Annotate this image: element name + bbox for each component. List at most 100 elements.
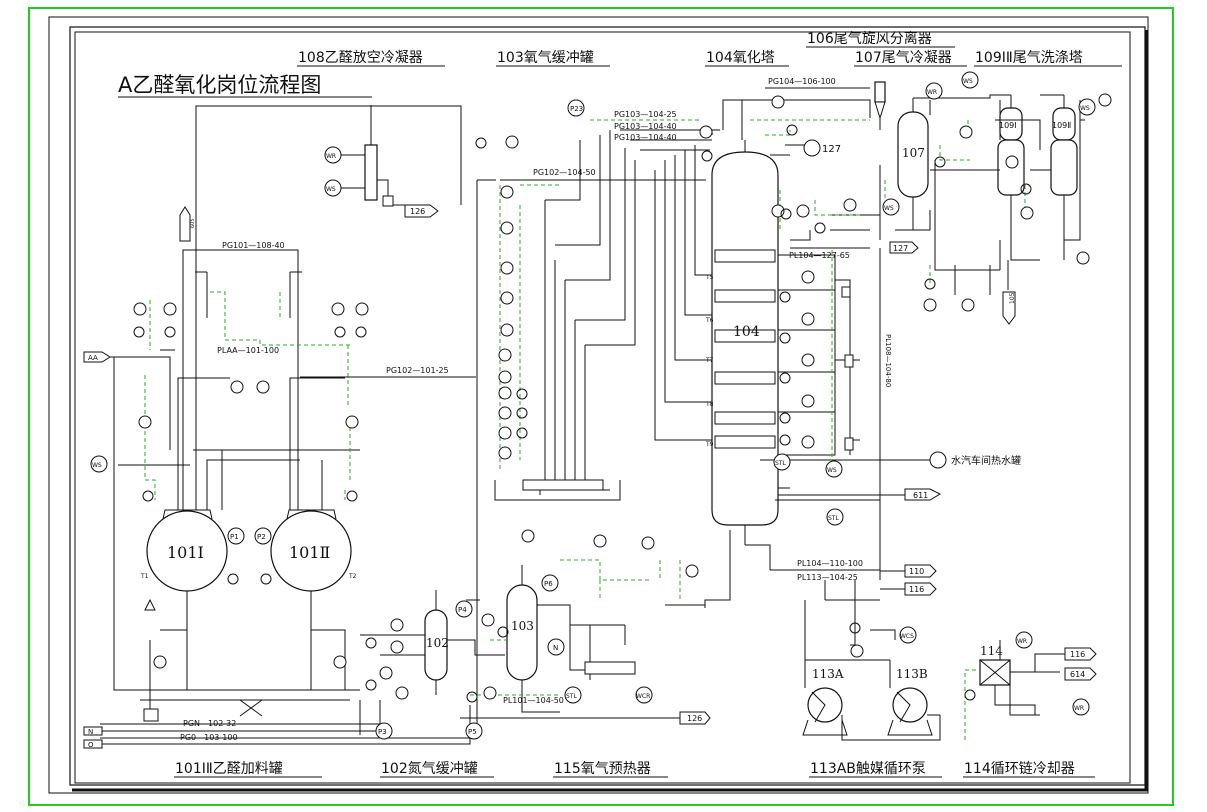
tag-ws-d: WS (884, 205, 894, 212)
tag-wr-f: WR (1017, 638, 1027, 645)
connector-aa: AA (88, 354, 98, 362)
label-pl104-110: PL104—110-100 (797, 559, 863, 568)
title-115: 115氧气预热器 (554, 761, 651, 777)
label-plaa: PLAA—101-100 (217, 346, 279, 355)
tag-p4: P4 (458, 606, 467, 614)
title-102: 102氮气缓冲罐 (381, 761, 478, 777)
connector-126-bottom: 126 (687, 714, 702, 723)
tag-n: N (553, 644, 558, 652)
label-pl104-127: PL104—127-65 (789, 251, 850, 260)
tag-ws-a: WS (92, 462, 102, 469)
tank-101-1-label: 101Ⅰ (167, 543, 204, 562)
connector-105: 105 (1009, 292, 1016, 304)
tag-ws-c: WS (963, 78, 973, 85)
title-101: 101ⅠⅡ乙醛加料罐 (175, 761, 283, 777)
connector-614: 614 (1070, 670, 1085, 679)
pump-113b-label: 113B (896, 667, 928, 681)
tag-p3: P3 (378, 728, 387, 736)
tank-101-1 (146, 509, 228, 605)
condenser-107 (897, 98, 929, 215)
tag-t6: T6 (705, 317, 714, 324)
tank-101-2-label: 101Ⅱ (289, 543, 330, 562)
tower-104-label: 104 (733, 324, 760, 340)
tag-p1: P1 (230, 533, 239, 541)
tag-wr-a: WR (326, 153, 336, 160)
main-title: A乙醛氧化岗位流程图 (118, 73, 321, 97)
condenser-108 (364, 105, 394, 207)
tag-wr-b: WR (927, 89, 937, 96)
tag-wcr: WCR (636, 693, 650, 700)
tag-t5: T5 (705, 274, 714, 281)
tag-ws-b: WS (326, 186, 336, 193)
label-pl101: PL101—104-50 (503, 696, 564, 705)
cooler-114 (979, 659, 1011, 686)
valve-symbols (133, 124, 1032, 703)
tower-109-1-label: 109Ⅰ (999, 121, 1017, 130)
connector-126-top: 126 (410, 207, 425, 216)
tank-103 (506, 565, 538, 705)
tag-t8: T8 (705, 401, 714, 408)
title-103: 103氧气缓冲罐 (497, 50, 594, 66)
tank-101-2 (270, 509, 352, 605)
title-113: 113AB触媒循环泵 (810, 761, 926, 777)
tag-p6: P6 (544, 580, 553, 588)
tag-ws-e: WS (827, 467, 837, 474)
label-pl108-vertical: PL108—104-80 (884, 334, 892, 387)
title-108: 108乙醛放空冷凝器 (298, 50, 423, 66)
label-pg103-25: PG103—104-25 (614, 110, 677, 119)
tag-ws-f: WS (1080, 105, 1090, 112)
title-104: 104氧化塔 (706, 50, 775, 66)
connector-127: 127 (893, 244, 908, 253)
connector-116-a: 116 (909, 585, 924, 594)
title-114: 114循环链冷却器 (964, 761, 1075, 777)
tag-t1: T1 (140, 573, 149, 580)
hot-water-tank-label: 水汽车间热水罐 (951, 454, 1021, 467)
tag-t7: T7 (705, 357, 714, 364)
label-pg102-50: PG102—104-50 (533, 168, 596, 177)
tag-wcs: WCS (900, 633, 914, 640)
tower-109-1 (997, 95, 1025, 196)
label-pg104-106: PG104—106-100 (768, 77, 836, 86)
label-pg103-40a: PG103—104-40 (614, 122, 677, 131)
instrument-tags (90, 71, 1096, 740)
connector-n: N (88, 728, 93, 736)
tag-wr-g: WR (1074, 705, 1084, 712)
sheet-border (48, 16, 1149, 794)
tag-stl-b: STL (828, 515, 839, 522)
connector-611: 611 (913, 491, 928, 500)
pump-113a (802, 687, 848, 736)
tank-103-label: 103 (511, 619, 534, 633)
tag-p5: P5 (468, 728, 477, 736)
pump-113b (887, 687, 933, 736)
title-109: 109ⅠⅡ尾气洗涤塔 (975, 50, 1083, 66)
label-pg102-25: PG102—101-25 (386, 366, 449, 375)
tag-stl-a: STL (775, 460, 786, 467)
label-pl113: PL113—104-25 (797, 573, 858, 582)
tag-t9: T9 (705, 441, 714, 448)
separator-106 (874, 81, 886, 120)
cooler-114-label: 114 (980, 644, 1003, 658)
tower-109-2-label: 109Ⅱ (1052, 121, 1071, 130)
label-pg103-40b: PG103—104-40 (614, 133, 677, 142)
tag-stl-c: STL (566, 693, 577, 700)
tank-102 (424, 590, 448, 695)
label-pgn: PGN—102-32 (183, 719, 236, 728)
circle-127-label: 127 (822, 144, 841, 155)
outer-border (28, 7, 1174, 806)
label-pg101: PG101—108-40 (222, 241, 285, 250)
tag-p2: P2 (257, 533, 266, 541)
title-106: 106尾气旋风分离器 (807, 30, 932, 47)
tower-104 (711, 140, 779, 545)
condenser-107-label: 107 (902, 146, 925, 160)
tower-109-2 (1050, 95, 1078, 196)
pump-113a-label: 113A (812, 667, 844, 681)
label-pg0: PG0—103-100 (180, 733, 238, 742)
tank-102-label: 102 (426, 636, 449, 650)
connector-605: 605 (190, 218, 196, 228)
connector-110: 110 (909, 567, 924, 576)
connector-o: O (88, 741, 94, 749)
title-107: 107尾气冷凝器 (855, 50, 952, 66)
instrument-bubbles (133, 93, 1112, 700)
